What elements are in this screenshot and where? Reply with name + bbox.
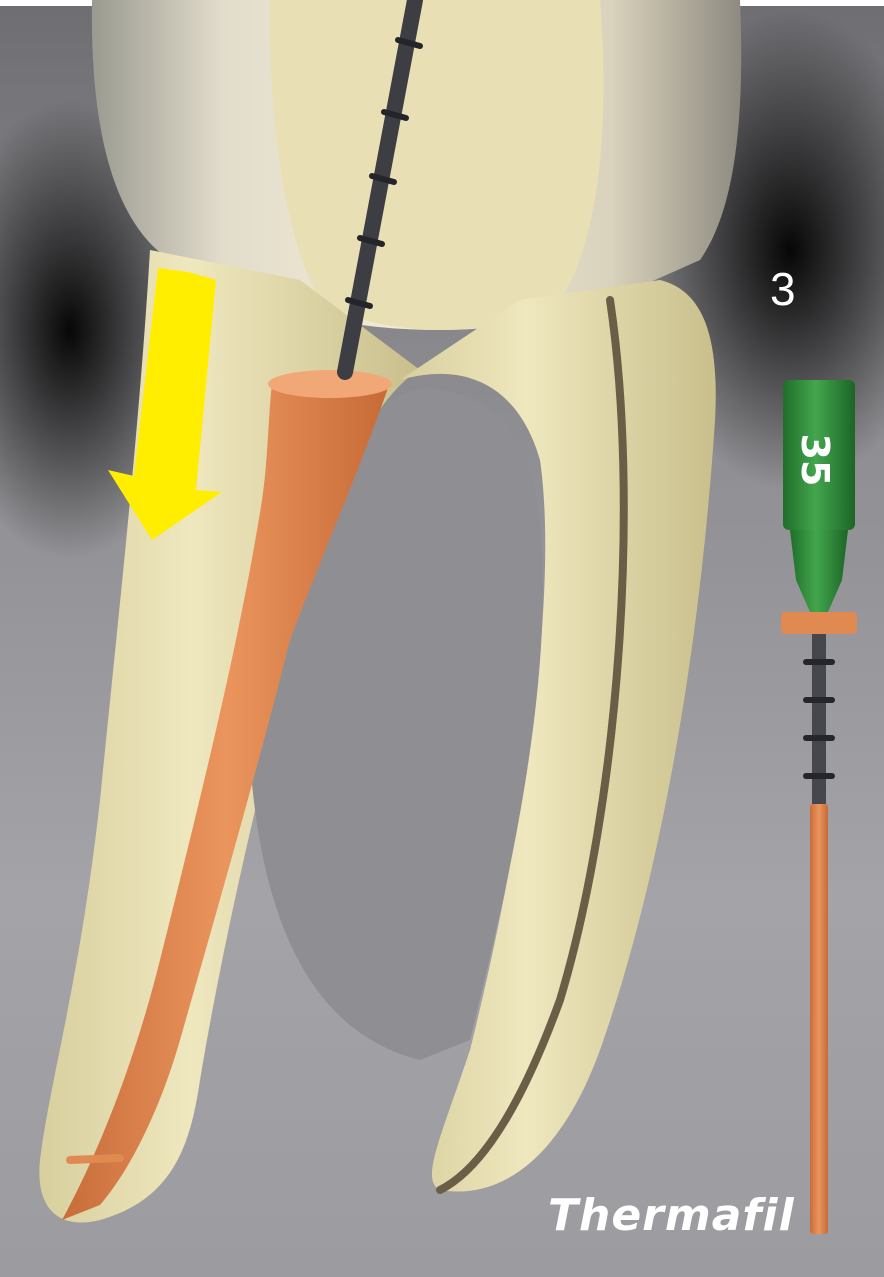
file-size-label: 35	[793, 420, 837, 500]
obturator-top	[268, 370, 392, 398]
pulp-chamber	[270, 0, 604, 330]
rubber-stop	[781, 612, 857, 634]
gutta-percha-carrier	[810, 804, 828, 1234]
lateral-canal	[70, 1158, 120, 1160]
brand-logo-text: Thermafil	[548, 1190, 795, 1241]
step-number: 3	[770, 262, 796, 316]
